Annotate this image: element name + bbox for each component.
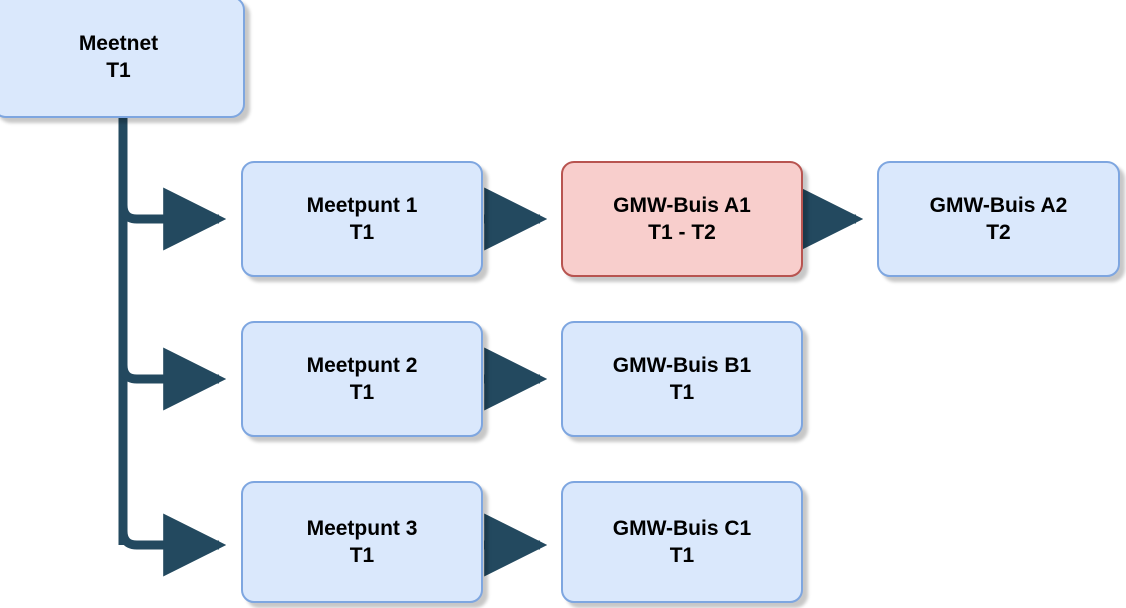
node-meetpunt-1-subtitle: T1 — [349, 221, 375, 244]
node-meetnet[interactable]: Meetnet T1 — [0, 0, 245, 118]
node-gmw-buis-a1-title: GMW-Buis A1 — [613, 194, 751, 217]
node-gmw-buis-c1-subtitle: T1 — [669, 544, 695, 567]
node-gmw-buis-b1-title: GMW-Buis B1 — [612, 354, 752, 377]
node-meetnet-subtitle: T1 — [106, 59, 131, 82]
node-meetpunt-3-subtitle: T1 — [349, 544, 375, 567]
connector-meetnet-to-meetpunt-3 — [118, 513, 227, 577]
node-meetpunt-2[interactable]: Meetpunt 2 T1 — [241, 321, 483, 437]
node-gmw-buis-b1-subtitle: T1 — [669, 381, 695, 404]
node-gmw-buis-a2-title: GMW-Buis A2 — [929, 194, 1068, 217]
node-gmw-buis-a2-subtitle: T2 — [986, 221, 1011, 244]
node-gmw-buis-c1[interactable]: GMW-Buis C1 T1 — [561, 481, 803, 603]
node-gmw-buis-a2[interactable]: GMW-Buis A2 T2 — [877, 161, 1120, 277]
node-meetpunt-1[interactable]: Meetpunt 1 T1 — [241, 161, 483, 277]
node-gmw-buis-a1-subtitle: T1 - T2 — [648, 221, 716, 244]
node-gmw-buis-b1[interactable]: GMW-Buis B1 T1 — [561, 321, 803, 437]
node-gmw-buis-c1-title: GMW-Buis C1 — [612, 517, 752, 540]
connector-meetnet-to-meetpunt-2 — [118, 347, 227, 411]
node-meetpunt-3[interactable]: Meetpunt 3 T1 — [241, 481, 483, 603]
node-meetnet-title: Meetnet — [78, 32, 159, 55]
node-meetpunt-2-subtitle: T1 — [349, 381, 375, 404]
node-gmw-buis-a1[interactable]: GMW-Buis A1 T1 - T2 — [561, 161, 803, 277]
node-meetpunt-2-title: Meetpunt 2 — [306, 354, 418, 377]
connector-meetnet-to-meetpunt-1 — [118, 187, 227, 251]
node-meetpunt-3-title: Meetpunt 3 — [306, 517, 418, 540]
node-meetpunt-1-title: Meetpunt 1 — [306, 194, 418, 217]
